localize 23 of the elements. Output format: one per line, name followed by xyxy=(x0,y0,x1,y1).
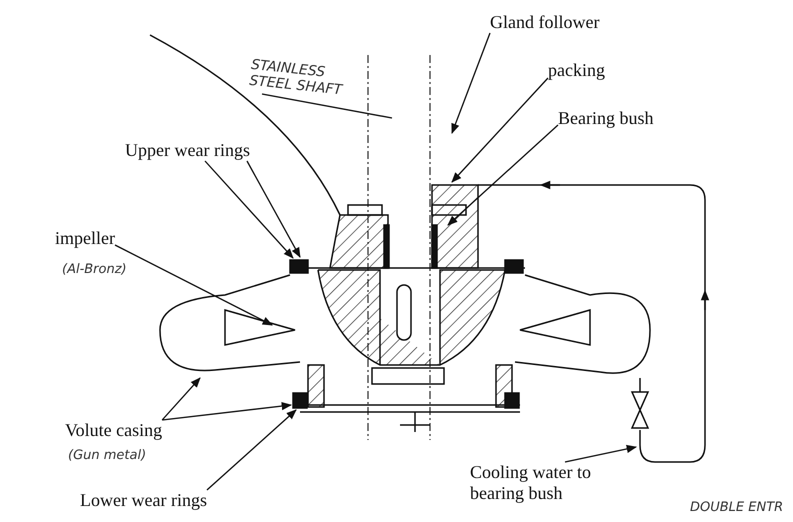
part-label: Bearing bush xyxy=(558,108,654,129)
part-label: Lower wear rings xyxy=(80,490,207,511)
part-label: Volute casing xyxy=(65,420,162,441)
leader-line xyxy=(262,93,392,119)
leader-line xyxy=(451,78,548,183)
leader-line xyxy=(451,32,491,134)
leader-line xyxy=(447,124,558,226)
leader-line xyxy=(204,160,294,259)
part-label: Upper wear rings xyxy=(125,140,250,161)
handwritten-note: (Gun metal) xyxy=(68,448,146,463)
leader-line xyxy=(246,160,301,258)
leader-line xyxy=(114,244,273,326)
leader-line xyxy=(206,409,297,490)
part-label: Cooling water to bearing bush xyxy=(470,462,592,504)
leader-line xyxy=(564,444,638,463)
leader-line xyxy=(162,402,292,421)
part-label: packing xyxy=(548,60,605,81)
handwritten-note: (Al-Bronz) xyxy=(62,262,127,277)
handwritten-note: STAINLESS STEEL SHAFT xyxy=(248,56,344,100)
part-label: impeller xyxy=(55,228,115,249)
leader-line xyxy=(162,377,201,420)
handwritten-note: DOUBLE ENTR xyxy=(690,500,784,515)
part-label: Gland follower xyxy=(490,12,600,33)
